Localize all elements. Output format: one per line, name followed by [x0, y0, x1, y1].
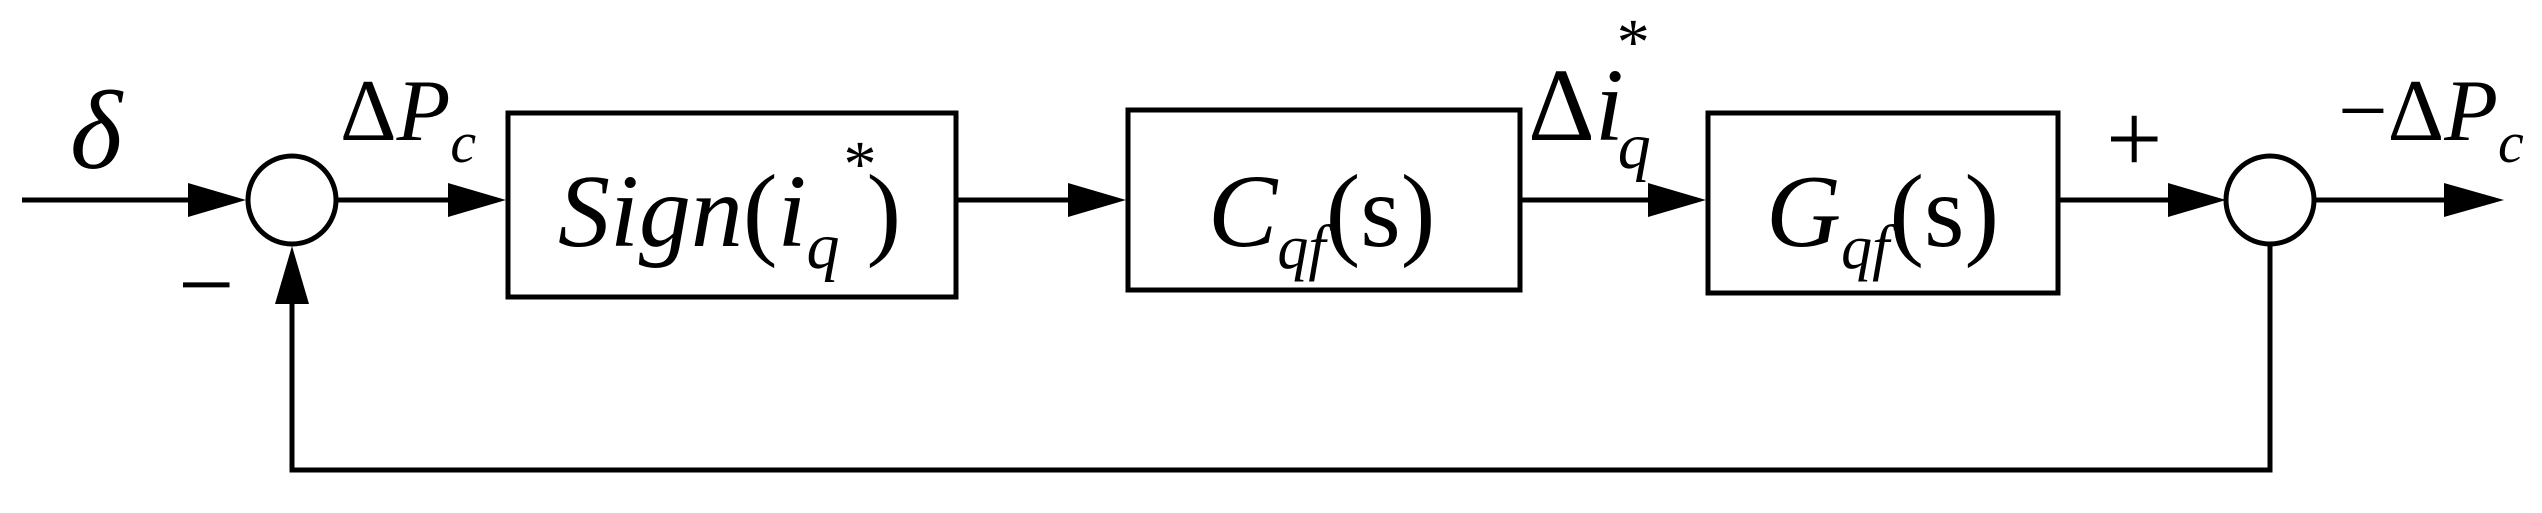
controller-block: Cqf(s) [1125, 107, 1523, 293]
plant-block-label: Gqf(s) [1766, 154, 1999, 282]
output-arrowhead [2444, 183, 2504, 217]
summing-junction-1 [245, 153, 339, 247]
input-signal-label: δ [70, 69, 124, 193]
controller-output-arrowhead [1648, 183, 1706, 217]
sign-output-arrowhead [1068, 183, 1126, 217]
output-signal-label: −ΔPc [2338, 63, 2524, 175]
controller-block-label: Cqf(s) [1208, 154, 1435, 282]
plant-block: Gqf(s) [1705, 110, 2061, 296]
input-arrowhead [188, 183, 246, 217]
controller-output-label: Δiq* [1528, 6, 1651, 183]
feedback-line [289, 244, 2273, 473]
summer1-minus-sign: − [178, 229, 234, 340]
error-arrowhead [448, 183, 506, 217]
error-signal-label: ΔPc [340, 63, 476, 175]
sign-block-label: Sign(iq*) [558, 128, 901, 283]
summer2-plus-sign: + [2106, 83, 2162, 194]
plant-output-arrowhead [2168, 183, 2226, 217]
summing-junction-2 [2223, 153, 2317, 247]
feedback-arrowhead [275, 246, 309, 304]
sign-block: Sign(iq*) [505, 110, 959, 300]
